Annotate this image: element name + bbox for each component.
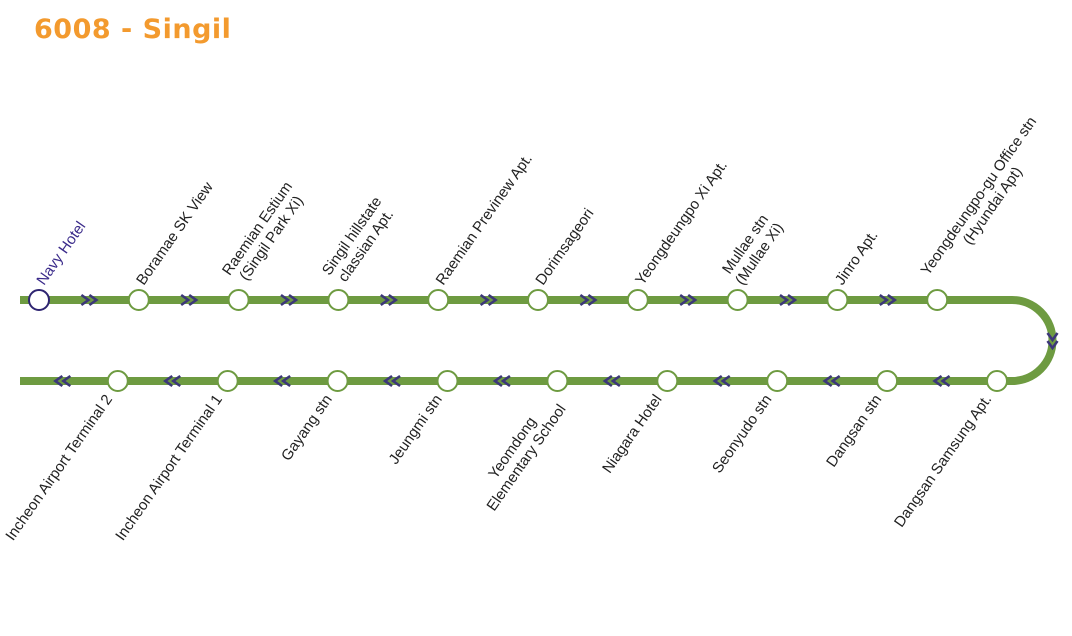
direction-arrow-icon [679,293,698,307]
stop-label-line: Jinro Apt. [832,227,882,288]
stop-label-line: Dangsan stn [823,392,885,471]
stop-label-line: Yeongdeungpo Xi Apt. [632,157,731,288]
stop-label: Raemian Estium(Singil Park Xi) [219,179,310,289]
stop-label: Raemian Previnew Apt. [433,151,536,288]
direction-arrow-icon [479,293,498,307]
stop-label-line: Seonyudo stn [709,392,776,477]
stop-marker[interactable] [726,289,749,311]
direction-arrow-icon [80,293,99,307]
direction-arrow-icon [1046,332,1059,351]
stop-label: Jeungmi stn [385,392,445,468]
direction-arrow-icon [180,293,199,307]
stop-label: YeomdongElementary School [470,392,570,515]
stop-label-line: Incheon Airport Terminal 1 [112,392,226,544]
stop-label: Incheon Airport Terminal 1 [112,392,226,544]
direction-arrow-icon [53,374,72,388]
stop-label: Dorimsageori [532,205,597,288]
stop-marker[interactable] [327,289,350,311]
direction-arrow-icon [932,374,951,388]
direction-arrow-icon [602,374,621,388]
direction-arrow-icon [712,374,731,388]
stop-label-line: Incheon Airport Terminal 2 [2,392,116,544]
stop-marker[interactable] [826,289,849,311]
direction-arrow-icon [280,293,299,307]
stop-label-line: Yeongdeungpo-gu Office stn [918,114,1041,279]
stop-marker[interactable] [127,289,150,311]
stop-layer [28,289,1008,392]
stop-marker[interactable] [227,289,250,311]
stop-label: Boramae SK View [133,179,217,288]
stop-marker[interactable] [926,289,949,311]
stop-marker[interactable] [986,370,1008,392]
route-title: 6008 - Singil [34,14,232,45]
stop-label-line: Navy Hotel [33,218,89,288]
stop-label: Singil hillstateclassian Apt. [319,194,399,289]
stop-marker[interactable] [436,370,459,392]
stop-label-line: Boramae SK View [133,179,217,288]
stop-marker[interactable] [326,370,349,392]
direction-arrow-icon [879,293,898,307]
origin-stop-marker[interactable] [28,289,50,311]
direction-arrow-icon [382,374,401,388]
stop-marker[interactable] [216,370,239,392]
stop-label: Dangsan Samsung Apt. [891,392,995,531]
stop-label-line: Dangsan Samsung Apt. [891,392,995,531]
route-line [20,296,1057,385]
stop-label: Yeongdeungpo-gu Office stn(Hyundai Apt) [918,114,1054,289]
stop-label-line: Dorimsageori [532,205,597,288]
stop-label: Mullae stn(Mullae Xi) [718,210,787,288]
stop-label-line: Niagara Hotel [599,392,666,477]
stop-marker[interactable] [427,289,450,311]
stop-label-line: Raemian Previnew Apt. [433,151,536,288]
stop-label: Niagara Hotel [599,392,666,477]
direction-arrow-icon [779,293,798,307]
direction-arrow-icon [492,374,511,388]
stop-marker[interactable] [106,370,129,392]
stop-label: Incheon Airport Terminal 2 [2,392,116,544]
stop-label: Yeongdeungpo Xi Apt. [632,157,731,288]
stop-label-line: Gayang stn [278,392,336,465]
stop-marker[interactable] [656,370,679,392]
direction-arrow-icon [380,293,399,307]
direction-arrow-layer [53,293,1059,388]
stop-marker[interactable] [766,370,789,392]
direction-arrow-icon [163,374,182,388]
stop-marker[interactable] [546,370,569,392]
stop-label: Dangsan stn [823,392,885,471]
direction-arrow-icon [579,293,598,307]
stop-label: Gayang stn [278,392,336,465]
direction-arrow-icon [272,374,291,388]
stop-label-line: Jeungmi stn [385,392,445,468]
stop-marker[interactable] [626,289,649,311]
stop-marker[interactable] [876,370,899,392]
origin-stop-label: Navy Hotel [33,218,89,288]
route-line-layer [20,296,1057,385]
stop-label: Jinro Apt. [832,227,882,288]
stop-marker[interactable] [527,289,549,311]
stop-label: Seonyudo stn [709,392,776,477]
direction-arrow-icon [822,374,841,388]
